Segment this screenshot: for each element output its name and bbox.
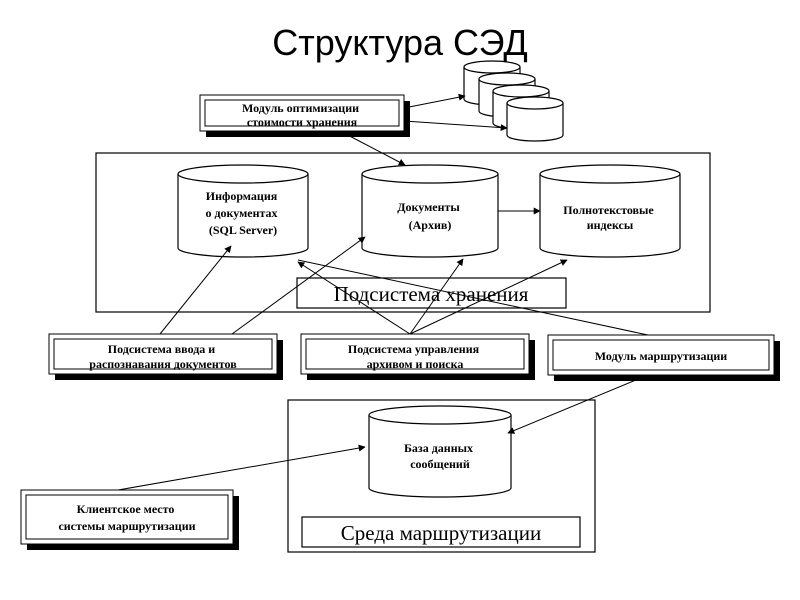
client-workplace-box	[20, 489, 239, 550]
arrow-client-to-messages	[117, 444, 366, 491]
messages-db-label: База данных сообщений	[404, 441, 476, 471]
arrow-optimization-to-archive-bottom	[403, 120, 508, 132]
storage-subsystem-frame	[95, 152, 711, 313]
documents-db-cylinder	[361, 164, 499, 258]
input-subsystem-label: Подсистема ввода и распознавания докумен…	[89, 342, 237, 371]
routing-env-label-box	[301, 516, 581, 548]
arrow-optimization-to-documents	[339, 130, 406, 166]
info-db-label: Информация о документах (SQL Server)	[205, 189, 280, 237]
routing-module-label: Модуль маршрутизации	[595, 349, 728, 363]
archive-subsystem-label: Подсистема управления архивом и поиска	[348, 342, 482, 371]
client-workplace-label: Клиентское место системы маршрутизации	[58, 502, 195, 533]
arrow-routing-to-info	[297, 259, 649, 336]
arrow-archive-to-documents	[409, 258, 464, 335]
routing-environment-label: Среда маршрутизации	[341, 521, 541, 545]
archive-storage-stack	[463, 60, 564, 142]
routing-environment-frame	[287, 399, 596, 553]
optimization-module-box	[199, 94, 410, 137]
archive-subsystem-box	[300, 333, 535, 380]
routing-module-box	[547, 334, 780, 381]
optimization-module-label: Модуль оптимизации стоимости хранения	[242, 101, 362, 129]
page-title: Структура СЭД	[272, 22, 528, 63]
arrow-input-to-info	[159, 245, 232, 335]
info-db-cylinder	[177, 164, 309, 258]
storage-subsystem-label: Подсистема хранения	[334, 282, 529, 306]
archive-cylinder-4	[506, 96, 564, 142]
arrow-archive-to-info	[297, 261, 411, 335]
fulltext-db-cylinder	[539, 164, 681, 258]
messages-db-cylinder	[368, 405, 512, 498]
fulltext-db-label: Полнотекстовые индексы	[563, 203, 656, 232]
arrow-archive-to-fulltext	[409, 259, 568, 335]
input-subsystem-box	[48, 333, 283, 380]
documents-db-label: Документы (Архив)	[397, 200, 463, 232]
arrow-input-to-documents	[231, 236, 366, 335]
arrow-routing-to-messages	[507, 374, 649, 434]
arrow-optimization-to-archive-top	[403, 93, 466, 109]
